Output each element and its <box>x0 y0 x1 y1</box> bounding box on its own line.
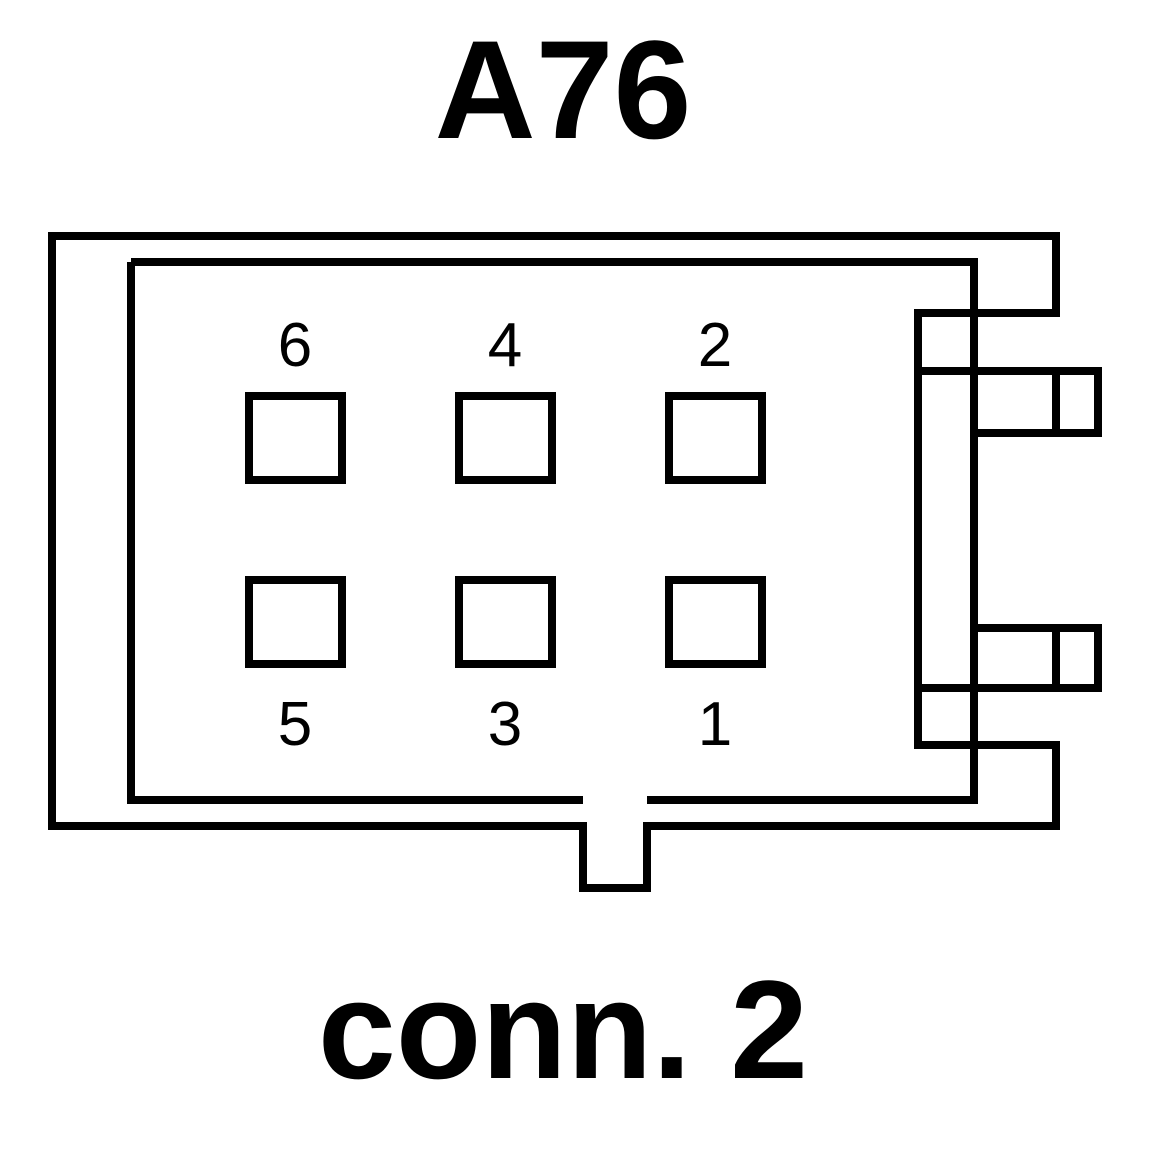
pin-label-6: 6 <box>278 311 312 380</box>
pin-cavity-5 <box>245 576 346 668</box>
pin-label-3: 3 <box>488 690 522 759</box>
connector-id-label: A76 <box>435 11 692 168</box>
connector-latch <box>918 313 1102 745</box>
connector-caption: conn. 2 <box>318 951 808 1108</box>
connector-inner-housing <box>127 258 978 804</box>
pin-label-1: 1 <box>698 690 732 759</box>
pin-cavity-3 <box>455 576 556 668</box>
connector-outer-housing <box>48 232 1060 892</box>
pin-cavity-4 <box>455 392 556 484</box>
pin-cavity-1 <box>665 576 766 668</box>
pin-cavity-6 <box>245 392 346 484</box>
pin-label-2: 2 <box>698 311 732 380</box>
pin-label-5: 5 <box>278 690 312 759</box>
pin-cavity-2 <box>665 392 766 484</box>
pin-label-4: 4 <box>488 311 522 380</box>
